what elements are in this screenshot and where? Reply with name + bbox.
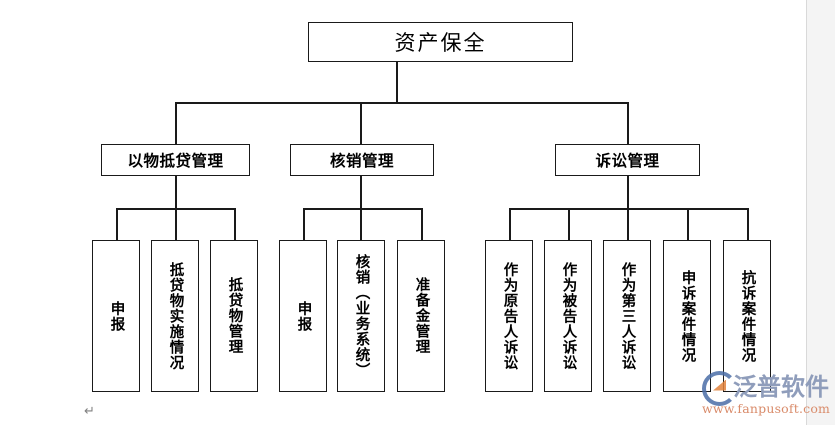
node-leaf-g1-label-2: 抵贷物实施情况 — [167, 261, 184, 371]
page-margin-right — [806, 0, 835, 425]
connector-g1-leaf-3 — [234, 208, 236, 240]
node-l2-litigation-management[interactable]: 诉讼管理 — [555, 144, 700, 176]
connector-g2-drop — [360, 176, 362, 208]
connector-level2-bus — [175, 102, 628, 104]
node-leaf-g3-label-3: 作为第三人诉讼 — [619, 261, 636, 371]
node-l2-writeoff-management[interactable]: 核销管理 — [290, 144, 434, 176]
node-l2-label-1: 以物抵贷管理 — [127, 152, 224, 170]
connector-level2-drop-3 — [627, 102, 629, 144]
node-leaf-g3-as-third-party-litigation[interactable]: 作为第三人诉讼 — [603, 240, 651, 392]
connector-g2-leaf-2 — [360, 208, 362, 240]
connector-g1-leaf-1 — [116, 208, 118, 240]
node-root-asset-preservation[interactable]: 资产保全 — [308, 22, 573, 62]
connector-g3-leaf-2 — [568, 208, 570, 240]
node-leaf-g3-label-5: 抗诉案件情况 — [739, 269, 756, 363]
node-l2-label-2: 核销管理 — [329, 152, 394, 170]
paragraph-mark-icon: ↵ — [84, 404, 95, 419]
node-leaf-g1-collateral-management[interactable]: 抵贷物管理 — [210, 240, 258, 392]
connector-level2-drop-1 — [175, 102, 177, 144]
connector-level2-drop-2 — [360, 102, 362, 144]
connector-g2-leaf-1 — [303, 208, 305, 240]
node-leaf-g2-reserve-fund-management[interactable]: 准备金管理 — [397, 240, 445, 392]
node-leaf-g3-protest-case-status[interactable]: 抗诉案件情况 — [723, 240, 771, 392]
node-leaf-g1-collateral-implementation[interactable]: 抵贷物实施情况 — [151, 240, 199, 392]
connector-g1-leaf-2 — [175, 208, 177, 240]
node-l2-collateral-loan-management[interactable]: 以物抵贷管理 — [101, 144, 250, 176]
node-leaf-g2-label-3: 准备金管理 — [413, 277, 430, 355]
node-leaf-g3-label-1: 作为原告人诉讼 — [501, 261, 518, 371]
connector-g3-leaf-1 — [509, 208, 511, 240]
connector-root-drop — [396, 62, 398, 102]
node-leaf-g1-label-3: 抵贷物管理 — [226, 277, 243, 355]
node-leaf-g3-as-defendant-litigation[interactable]: 作为被告人诉讼 — [544, 240, 592, 392]
node-leaf-g3-label-4: 申诉案件情况 — [679, 269, 696, 363]
connector-g3-leaf-3 — [627, 208, 629, 240]
connector-g3-drop — [627, 176, 629, 208]
node-leaf-g2-application[interactable]: 申报 — [279, 240, 327, 392]
node-leaf-g2-label-1: 申报 — [295, 300, 312, 332]
connector-g3-leaf-4 — [687, 208, 689, 240]
node-leaf-g3-as-plaintiff-litigation[interactable]: 作为原告人诉讼 — [485, 240, 533, 392]
node-leaf-g1-label-1: 申报 — [108, 300, 125, 332]
node-leaf-g3-appeal-case-status[interactable]: 申诉案件情况 — [663, 240, 711, 392]
node-leaf-g2-writeoff-business-system[interactable]: 核销（业务系统） — [337, 240, 385, 392]
connector-g2-leaf-3 — [421, 208, 423, 240]
connector-g2-bus — [303, 208, 422, 210]
node-l2-label-3: 诉讼管理 — [595, 152, 660, 170]
connector-g1-drop — [175, 176, 177, 208]
node-leaf-g3-label-2: 作为被告人诉讼 — [560, 261, 577, 371]
node-leaf-g2-label-2: 核销（业务系统） — [353, 254, 370, 378]
node-leaf-g1-application[interactable]: 申报 — [92, 240, 140, 392]
node-root-label: 资产保全 — [394, 31, 487, 55]
connector-g3-leaf-5 — [747, 208, 749, 240]
